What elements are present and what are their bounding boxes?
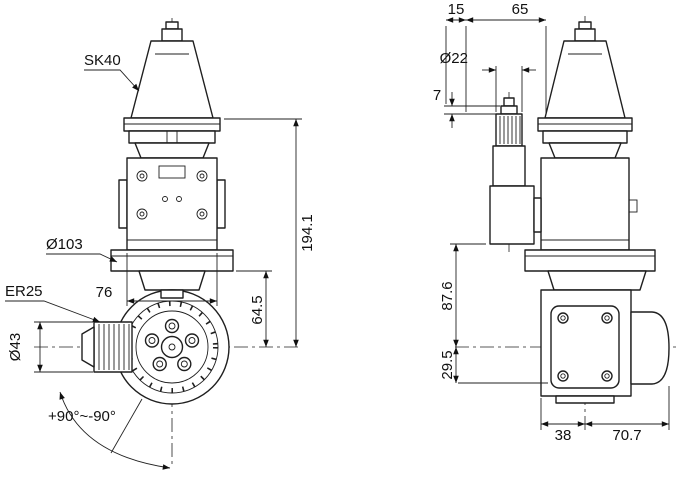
center-hub	[160, 335, 184, 359]
flange-diameter-text: Ø103	[46, 236, 83, 253]
dim-taper-label: SK40	[84, 52, 140, 92]
gearbox-face-plate	[550, 305, 620, 389]
overall-height-text: 194.1	[299, 214, 316, 252]
face-to-axis-text: 38	[555, 427, 572, 444]
face-plate-bolts	[557, 312, 613, 382]
dim-overall-height: 194.1	[224, 118, 316, 347]
dim-collet-diameter: Ø43	[7, 321, 93, 373]
output-housing-cylinder	[630, 311, 670, 385]
collet-label-text: ER25	[5, 283, 43, 300]
dim-collet-label: ER25	[5, 283, 101, 323]
dim-nose-step: 7	[433, 87, 500, 128]
swivel-range-text: +90°~-90°	[48, 408, 116, 425]
dim-flange-to-axis: 64.5	[236, 270, 272, 347]
face-bolts	[144, 318, 200, 372]
taper-label-text: SK40	[84, 52, 121, 69]
front-view: SK40 Ø103 76 ER25 Ø43 194.1	[5, 18, 316, 470]
axis-to-end-text: 70.7	[612, 427, 641, 444]
dim-offset-minor: 15	[445, 1, 467, 112]
mount-to-axis-text: 87.6	[439, 281, 456, 310]
knurled-face-ring	[126, 301, 218, 393]
dim-body-width: 76	[96, 253, 218, 306]
spindle-diameter-text: Ø22	[440, 50, 468, 67]
angle-head-side	[524, 249, 670, 404]
spindle-body-side	[540, 157, 638, 251]
collet-diameter-text: Ø43	[7, 333, 24, 361]
dim-spindle-diameter: Ø22	[440, 50, 536, 112]
mounting-flange	[110, 249, 234, 291]
dim-flange-diameter: Ø103	[46, 236, 118, 263]
spindle-nose-unit	[489, 97, 542, 245]
nose-step-text: 7	[433, 87, 441, 104]
offset-minor-text: 15	[448, 1, 465, 18]
axis-to-bottom-text: 29.5	[439, 350, 456, 379]
sk40-taper-shank-side	[537, 21, 633, 159]
flange-to-axis-text: 64.5	[249, 295, 266, 324]
spindle-body	[118, 142, 226, 251]
sk40-taper-shank	[123, 21, 221, 144]
side-view: 15 65 Ø22 7 87.6	[433, 1, 680, 444]
body-width-text: 76	[96, 284, 113, 301]
dim-axis-to-end: 70.7	[585, 386, 670, 444]
dim-face-to-axis: 38	[540, 398, 585, 444]
dim-swivel-range: +90°~-90°	[48, 391, 171, 470]
er25-collet-chuck	[81, 321, 133, 373]
dim-axis-to-bottom: 29.5	[439, 347, 548, 384]
dim-mount-to-axis: 87.6	[439, 243, 486, 347]
offset-major-text: 65	[512, 1, 529, 18]
angle-head-housing	[114, 289, 230, 405]
dim-offset-major: 65	[466, 1, 547, 114]
